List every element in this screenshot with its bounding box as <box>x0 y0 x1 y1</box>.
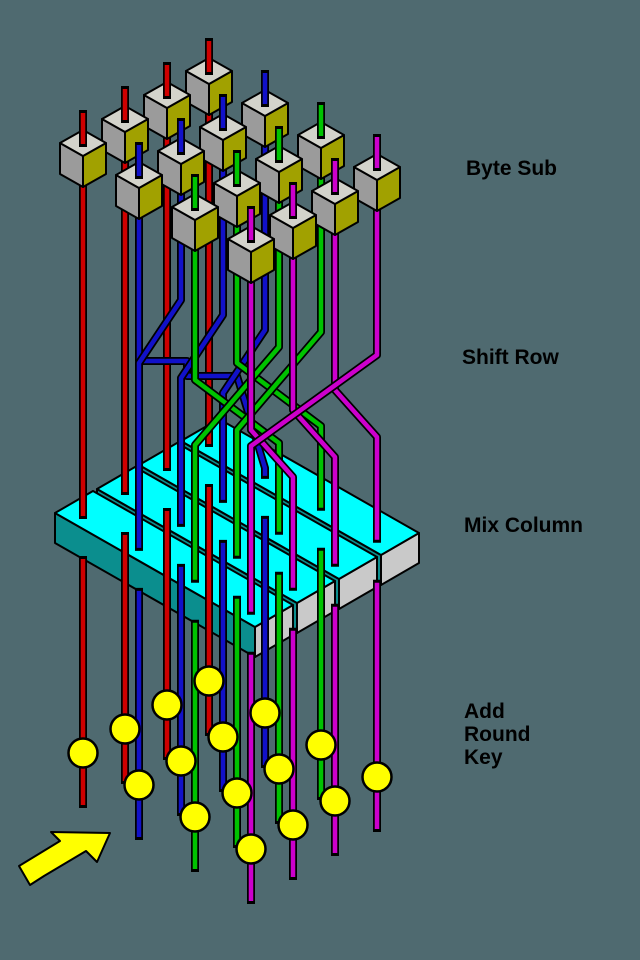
round-key-xor-node <box>207 721 239 753</box>
round-key-xor-node <box>277 809 309 841</box>
round-key-xor-node <box>263 753 295 785</box>
label-mix-column: Mix Column <box>464 514 583 537</box>
round-key-xor-node <box>319 785 351 817</box>
round-key-xor-node <box>235 833 267 865</box>
round-key-xor-node <box>193 665 225 697</box>
round-key-xor-node <box>151 689 183 721</box>
label-shift-row: Shift Row <box>462 346 559 369</box>
round-key-xor-node <box>165 745 197 777</box>
round-key-circles <box>67 665 393 865</box>
label-add-round-key: Add Round Key <box>464 700 531 769</box>
round-key-xor-node <box>67 737 99 769</box>
round-key-xor-node <box>361 761 393 793</box>
label-byte-sub: Byte Sub <box>466 157 558 180</box>
round-key-xor-node <box>179 801 211 833</box>
sbox-grid <box>59 57 401 284</box>
sbox-input-stubs <box>79 38 381 243</box>
flow-arrow-shape <box>18 831 111 886</box>
round-key-xor-node <box>109 713 141 745</box>
round-key-xor-node <box>249 697 281 729</box>
flow-arrow <box>18 831 111 886</box>
round-key-xor-node <box>221 777 253 809</box>
round-key-xor-node <box>305 729 337 761</box>
round-key-xor-node <box>123 769 155 801</box>
